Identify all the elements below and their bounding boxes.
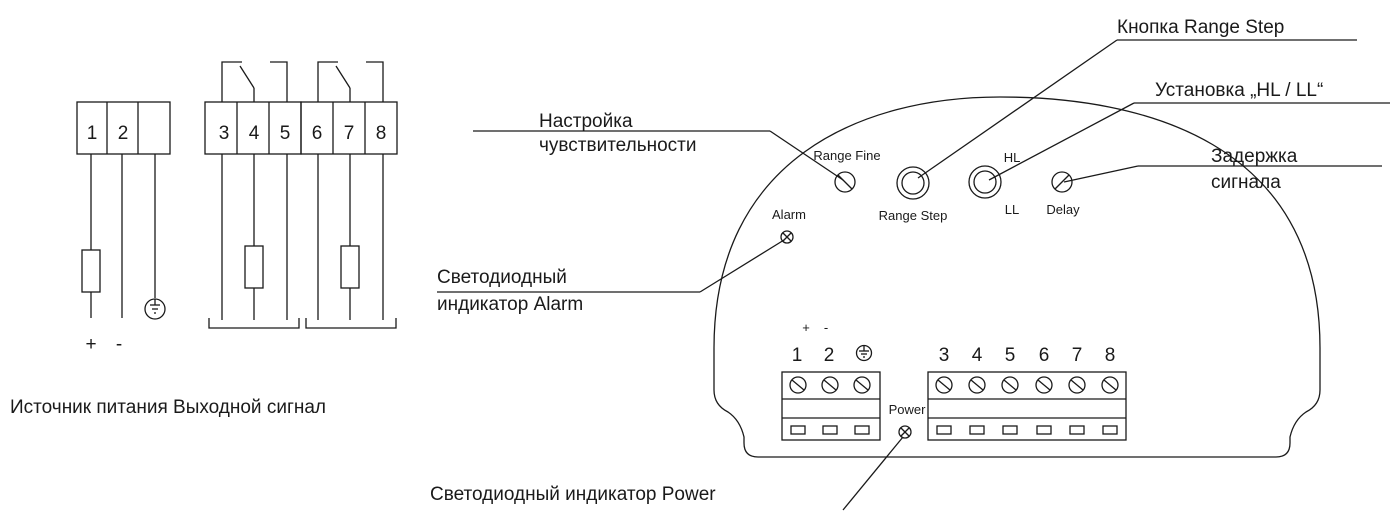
terminal-4-label: 4 <box>249 123 260 144</box>
relay-contact-a-icon <box>221 61 288 102</box>
callout-sensitivity-text-2: чувствительности <box>539 135 696 156</box>
panel-terminal-2-label: 2 <box>824 345 835 366</box>
callout-delay-text-2: сигнала <box>1211 172 1281 193</box>
range-fine-potentiometer[interactable] <box>834 171 856 193</box>
fuse-icon <box>81 249 101 293</box>
terminal-3-label: 3 <box>219 123 230 144</box>
fuse-icon <box>244 245 264 289</box>
terminal-5-label: 5 <box>280 123 291 144</box>
callout-leader-sensitivity <box>769 130 844 181</box>
terminal-2-label: 2 <box>118 123 129 144</box>
power-led-icon <box>898 425 912 439</box>
panel-terminal-4-label: 4 <box>972 345 983 366</box>
terminal-7-label: 7 <box>344 123 355 144</box>
screw-icon[interactable] <box>789 376 807 394</box>
screw-icon[interactable] <box>1101 376 1119 394</box>
screw-icon[interactable] <box>821 376 839 394</box>
panel-terminal-8-label: 8 <box>1105 345 1116 366</box>
panel-plus-label: + <box>802 320 810 335</box>
terminal-1-label: 1 <box>87 123 98 144</box>
delay-potentiometer[interactable] <box>1051 171 1073 193</box>
screw-icon[interactable] <box>1068 376 1086 394</box>
polarity-minus-label: - <box>116 334 122 355</box>
fuse-icon <box>340 245 360 289</box>
panel-terminal-block-right <box>927 371 1127 441</box>
range-step-label: Range Step <box>879 208 948 223</box>
terminal-8-label: 8 <box>376 123 387 144</box>
ground-icon <box>144 298 166 320</box>
power-label: Power <box>889 402 927 417</box>
screw-icon[interactable] <box>1035 376 1053 394</box>
terminal-6-label: 6 <box>312 123 323 144</box>
panel-terminal-3-label: 3 <box>939 345 950 366</box>
range-fine-label: Range Fine <box>813 148 880 163</box>
panel-ground-icon <box>855 344 873 362</box>
panel-terminal-7-label: 7 <box>1072 345 1083 366</box>
range-step-button[interactable] <box>896 166 930 200</box>
power-terminal-block: 1 2 + - <box>76 101 171 355</box>
relay-contact-b-icon <box>317 61 384 102</box>
alarm-label: Alarm <box>772 207 806 222</box>
hl-label: HL <box>1004 150 1021 165</box>
screw-icon[interactable] <box>1001 376 1019 394</box>
callout-range-step-text: Кнопка Range Step <box>1117 17 1284 38</box>
callout-hl-ll-text: Установка „HL / LL“ <box>1155 80 1323 101</box>
callout-leader-alarm <box>699 239 785 293</box>
callout-sensitivity-text-1: Настройка <box>539 111 633 132</box>
left-diagram-caption: Источник питания Выходной сигнал <box>10 397 326 418</box>
panel-minus-label: - <box>824 320 828 335</box>
callout-leader-range-step <box>917 39 1118 179</box>
panel-terminal-6-label: 6 <box>1039 345 1050 366</box>
delay-label: Delay <box>1046 202 1080 217</box>
callout-power-text: Светодиодный индикатор Power <box>430 484 716 505</box>
callout-alarm-text-2: индикатор Alarm <box>437 294 583 315</box>
callout-leader-hl-ll <box>988 102 1135 181</box>
callout-alarm-text-1: Светодиодный <box>437 267 567 288</box>
panel-terminal-block-left <box>781 371 881 441</box>
panel-terminal-1-label: 1 <box>792 345 803 366</box>
relay-terminal-block: 3 4 5 6 7 8 <box>204 61 398 329</box>
screw-icon[interactable] <box>853 376 871 394</box>
hl-ll-switch[interactable] <box>968 165 1002 199</box>
polarity-plus-label: + <box>85 334 96 355</box>
screw-icon[interactable] <box>968 376 986 394</box>
panel-terminal-5-label: 5 <box>1005 345 1016 366</box>
callout-delay-text-1: Задержка <box>1211 146 1298 167</box>
callout-leader-delay <box>1063 165 1139 183</box>
ll-label: LL <box>1005 202 1019 217</box>
screw-icon[interactable] <box>935 376 953 394</box>
device-housing <box>713 96 1321 458</box>
callout-leader-power <box>842 436 904 511</box>
